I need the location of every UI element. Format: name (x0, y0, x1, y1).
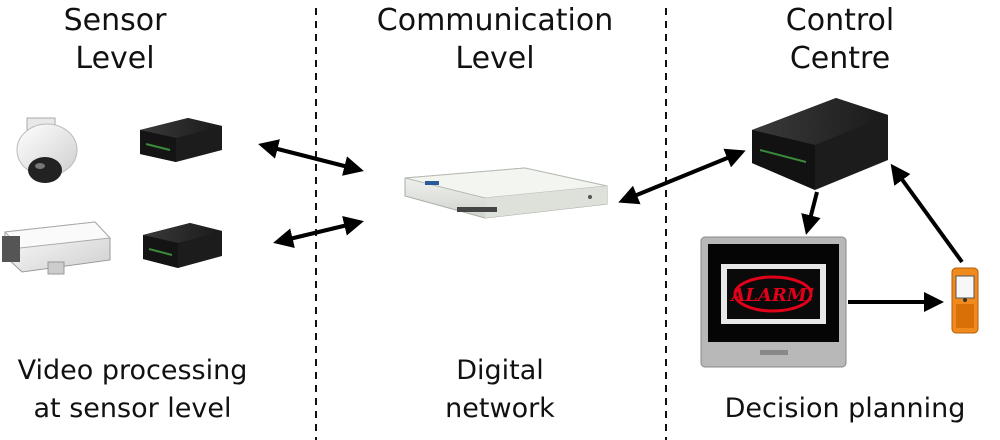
communication-level-caption: Digital network (445, 355, 555, 424)
arrow-encoder2-router (273, 216, 364, 248)
control-centre-title: Control Centre (785, 3, 895, 76)
monitor-icon (700, 236, 847, 368)
communication-level-title: Communication Level (376, 3, 614, 76)
sensor-level-caption: Video processing at sensor level (17, 355, 248, 424)
box-camera-icon (2, 221, 112, 275)
mobile-phone-icon (951, 267, 979, 334)
arrow-server-monitor (801, 191, 821, 235)
alarm-label: ALARM! (729, 285, 814, 306)
video-encoder-icon (143, 223, 222, 268)
sensor-level-title: Sensor Level (63, 3, 167, 76)
arrow-phone-server (890, 163, 964, 264)
arrow-encoder1-router (258, 139, 364, 176)
video-encoder-icon (140, 118, 222, 162)
control-centre-caption: Decision planning (724, 393, 966, 424)
arrow-router-server (618, 148, 746, 205)
router-icon (404, 167, 608, 219)
server-icon (752, 98, 888, 190)
dome-camera-icon (16, 117, 78, 183)
